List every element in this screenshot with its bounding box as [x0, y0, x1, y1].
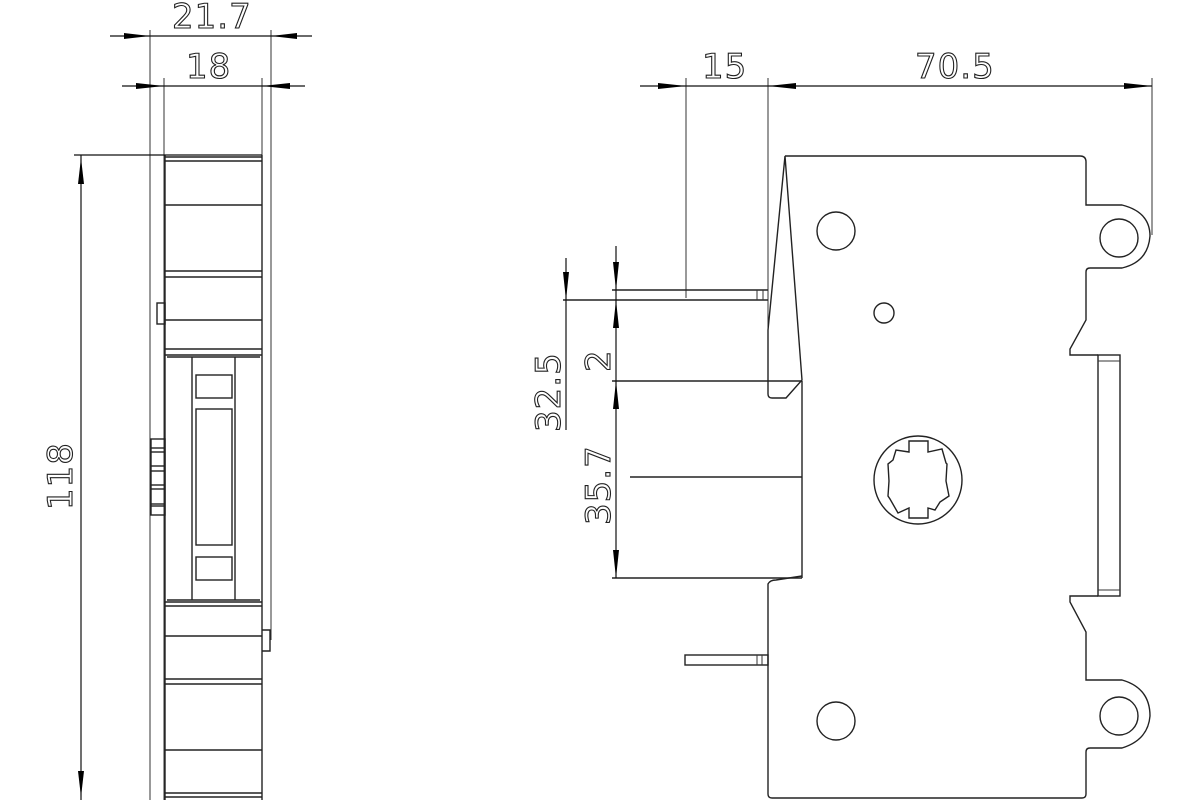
mount-hole-top-left [816, 211, 856, 251]
label-32-5: 32.5 [529, 352, 569, 432]
toggle-hub-icon [873, 435, 963, 525]
label-2: 2 [579, 349, 619, 372]
dimension-body-depth: 70.5 [914, 46, 1152, 89]
small-hole [873, 302, 895, 324]
dimension-terminal-gap: 2 [578, 246, 620, 578]
label-118: 118 [41, 442, 81, 510]
dimension-front-projection: 15 [640, 46, 1152, 89]
side-view [149, 30, 272, 800]
label-70-5: 70.5 [915, 47, 995, 87]
mount-hole-top-right [1099, 218, 1139, 258]
label-35-7: 35.7 [579, 445, 619, 525]
label-15: 15 [702, 47, 747, 87]
mount-hole-bottom-right [1099, 696, 1139, 736]
dimension-overall-height: 118 [40, 154, 262, 800]
dimension-front-face-height: 35.7 [578, 381, 620, 578]
dimension-overall-width: 21.7 [110, 0, 312, 39]
dimension-module-width: 18 [122, 46, 305, 89]
label-18: 18 [186, 47, 231, 87]
mount-hole-bottom-left [816, 701, 856, 741]
profile-view [563, 78, 1153, 799]
dimension-terminal-offset: 32.5 [528, 258, 570, 433]
label-21-7: 21.7 [172, 0, 252, 37]
